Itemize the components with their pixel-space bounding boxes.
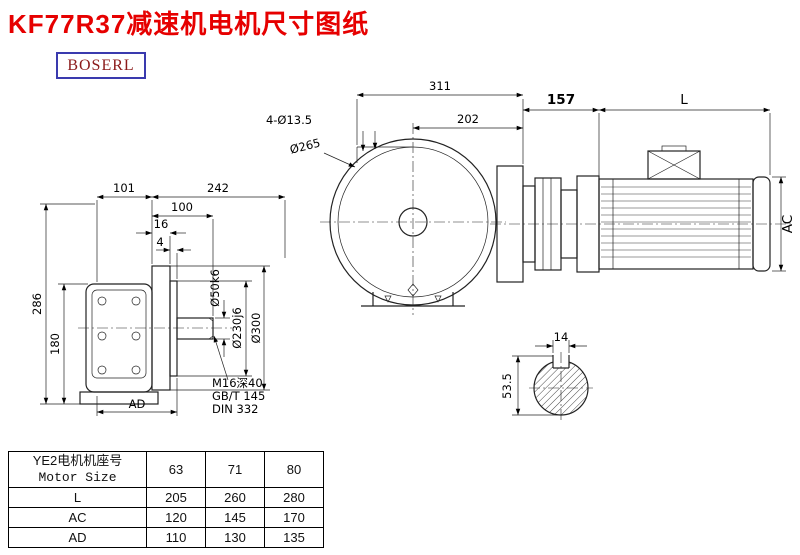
- size-71-cell: 71: [205, 451, 265, 488]
- front-view-drawing: 311 202 4-Ø13.5 Ø265 157 L AC: [266, 79, 796, 315]
- dim-101-label: 101: [113, 181, 135, 195]
- flange-spigot: [169, 280, 178, 377]
- output-shaft: [176, 317, 214, 340]
- table-header-row: YE2电机机座号 Motor Size 63 71 80: [8, 451, 324, 488]
- gearbox-housing: [85, 283, 153, 393]
- key-height-label: 53.5: [500, 373, 514, 399]
- page-title: KF77R37减速机电机尺寸图纸: [8, 9, 370, 39]
- gearbox-foot: [79, 391, 159, 405]
- motor-size-table: YE2电机机座号 Motor Size 63 71 80 L 205 260 2…: [8, 451, 324, 548]
- value-cell: 135: [264, 527, 324, 548]
- dim-ad-label: AD: [129, 397, 146, 411]
- dim-286-label: 286: [30, 293, 44, 315]
- dim-242-label: 242: [207, 181, 229, 195]
- dim-16-label: 16: [154, 217, 169, 231]
- value-cell: 130: [205, 527, 265, 548]
- gb-standard-label: GB/T 145: [212, 389, 265, 403]
- value-cell: 205: [146, 487, 206, 508]
- motor-height-label: AC: [780, 215, 796, 233]
- spigot-dia-label: Ø230j6: [230, 307, 244, 349]
- header-cn: YE2电机机座号: [32, 453, 123, 469]
- value-cell: 170: [264, 507, 324, 528]
- size-63-cell: 63: [146, 451, 206, 488]
- tap-note-label: M16深40: [212, 376, 263, 390]
- shaft-section-circle: [533, 360, 589, 416]
- value-cell: 110: [146, 527, 206, 548]
- bolt-holes-label: 4-Ø13.5: [266, 113, 312, 127]
- drain-plug-mark: [407, 283, 419, 297]
- value-cell: 280: [264, 487, 324, 508]
- shaft-dia-label: Ø50k6: [208, 269, 222, 307]
- row-label: L: [8, 487, 147, 508]
- din-standard-label: DIN 332: [212, 402, 258, 416]
- value-cell: 120: [146, 507, 206, 528]
- motor-length-label: L: [680, 92, 688, 108]
- dim-4-label: 4: [156, 235, 163, 249]
- table-row-AD: AD 110 130 135: [8, 527, 324, 548]
- side-view-drawing: 101 242 100 16 4 286 180: [30, 181, 286, 416]
- table-row-AC: AC 120 145 170: [8, 507, 324, 528]
- motor-cooling-fins: [601, 186, 751, 258]
- flange-od-label: Ø265: [288, 136, 321, 157]
- flange-dia-label: Ø300: [249, 312, 263, 343]
- value-cell: 260: [205, 487, 265, 508]
- value-cell: 145: [205, 507, 265, 528]
- shaft-section-drawing: 14 53.5: [500, 330, 593, 422]
- motor-size-header: YE2电机机座号 Motor Size: [8, 451, 147, 488]
- dim-100-label: 100: [171, 200, 193, 214]
- header-en: Motor Size: [38, 469, 117, 485]
- table-row-L: L 205 260 280: [8, 487, 324, 508]
- size-80-cell: 80: [264, 451, 324, 488]
- dim-311-label: 311: [429, 79, 451, 93]
- row-label: AD: [8, 527, 147, 548]
- dim-157-label: 157: [547, 92, 575, 108]
- dim-180-label: 180: [48, 333, 62, 355]
- dim-202-label: 202: [457, 112, 479, 126]
- brand-logo: BOSERL: [56, 52, 146, 79]
- key-width-label: 14: [554, 330, 569, 344]
- row-label: AC: [8, 507, 147, 528]
